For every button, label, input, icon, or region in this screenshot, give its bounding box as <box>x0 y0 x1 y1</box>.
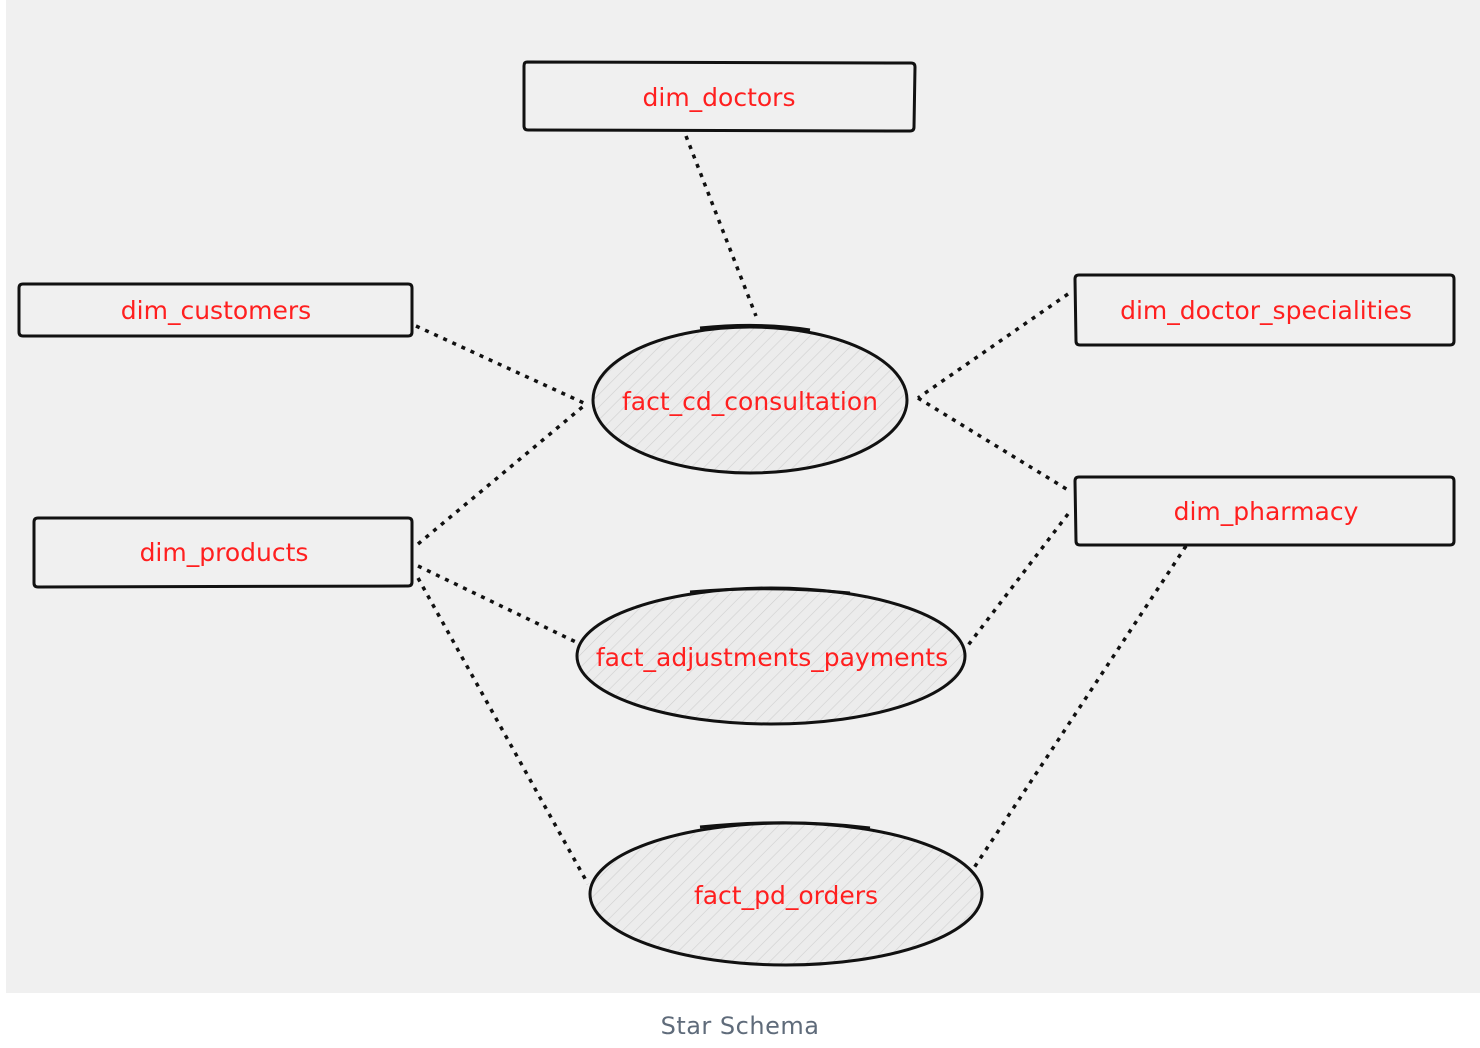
edge-doctors-consultation <box>684 135 758 317</box>
fact-cd-consultation-label: fact_cd_consultation <box>622 387 878 416</box>
dim-doctor-specialities-label: dim_doctor_specialities <box>1120 296 1412 325</box>
dim-customers-label: dim_customers <box>121 296 311 325</box>
edge-products-orders <box>416 577 590 885</box>
dimension-node-dim-products: dim_products <box>32 516 414 589</box>
edge-products-adjustments <box>417 564 581 646</box>
fact-node-fact-cd-consultation: fact_cd_consultation <box>591 323 909 475</box>
dim-doctors-label: dim_doctors <box>643 83 796 112</box>
fact-adjustments-payments-label: fact_adjustments_payments <box>596 643 948 672</box>
edge-products-consultation <box>416 402 588 546</box>
edge-pharmacy-adjustments <box>964 512 1070 650</box>
fact-node-fact-pd-orders: fact_pd_orders <box>588 821 984 967</box>
edge-specialities-consultation <box>917 292 1069 400</box>
dimension-node-dim-pharmacy: dim_pharmacy <box>1073 475 1456 547</box>
star-schema-diagram: dim_doctors dim_customers dim_products d… <box>17 60 1456 967</box>
dimension-node-dim-doctors: dim_doctors <box>522 60 917 133</box>
relationship-edges <box>415 135 1188 885</box>
edge-customers-consultation <box>415 324 587 406</box>
dim-products-label: dim_products <box>140 538 309 567</box>
edge-pharmacy-consultation <box>917 396 1069 492</box>
dim-pharmacy-label: dim_pharmacy <box>1174 497 1359 526</box>
dimension-node-dim-customers: dim_customers <box>17 282 414 338</box>
edge-pharmacy-orders <box>964 545 1188 881</box>
fact-node-fact-adjustments-payments: fact_adjustments_payments <box>575 586 967 726</box>
dimension-node-dim-doctor-specialities: dim_doctor_specialities <box>1073 273 1456 347</box>
fact-pd-orders-label: fact_pd_orders <box>694 881 878 910</box>
diagram-caption: Star Schema <box>660 1012 820 1040</box>
